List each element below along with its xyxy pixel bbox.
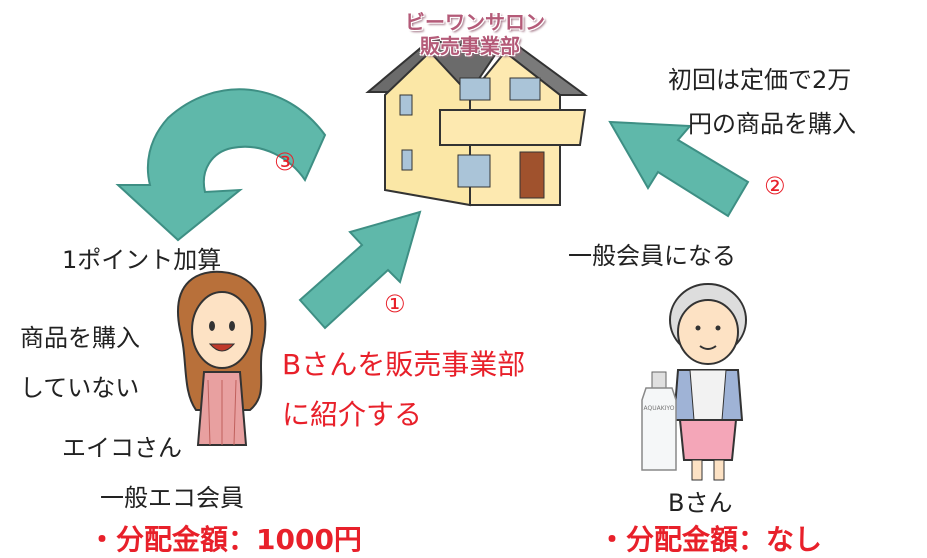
bottle-illustration: AQUAKIYO (641, 371, 677, 471)
first-purchase-text-line1: 初回は定価で2万 (668, 66, 852, 94)
not-purchased-text-line2: していない (20, 374, 140, 402)
eiko-illustration (177, 270, 267, 446)
introduce-text-line1: Bさんを販売事業部 (282, 348, 526, 381)
b-illustration (669, 283, 747, 481)
bottle-label: AQUAKIYO (644, 405, 675, 412)
curved-arrow-3 (115, 88, 327, 242)
house-title: ビーワンサロン 販売事業部 (405, 10, 545, 58)
step-2-marker: ② (764, 172, 786, 200)
eiko-role: 一般エコ会員 (100, 484, 244, 512)
house-illustration (365, 39, 589, 207)
become-member-text: 一般会員になる (568, 242, 736, 270)
house-title-line1: ビーワンサロン (405, 10, 545, 34)
b-distribution: ・分配金額：なし (598, 523, 823, 556)
first-purchase-text-line2: 円の商品を購入 (688, 110, 856, 138)
introduce-text-line2: に紹介する (282, 398, 423, 431)
step-3-marker: ③ (274, 148, 296, 176)
not-purchased-text-line1: 商品を購入 (20, 324, 140, 352)
arrow-2 (608, 120, 750, 218)
house-title-line2: 販売事業部 (420, 34, 520, 58)
eiko-name: エイコさん (62, 434, 182, 462)
eiko-distribution: ・分配金額：1000円 (88, 523, 362, 556)
step-1-marker: ① (384, 290, 406, 318)
b-name: Bさん (668, 489, 733, 517)
arrow-1 (298, 210, 422, 330)
add-point-text: 1ポイント加算 (62, 246, 222, 274)
